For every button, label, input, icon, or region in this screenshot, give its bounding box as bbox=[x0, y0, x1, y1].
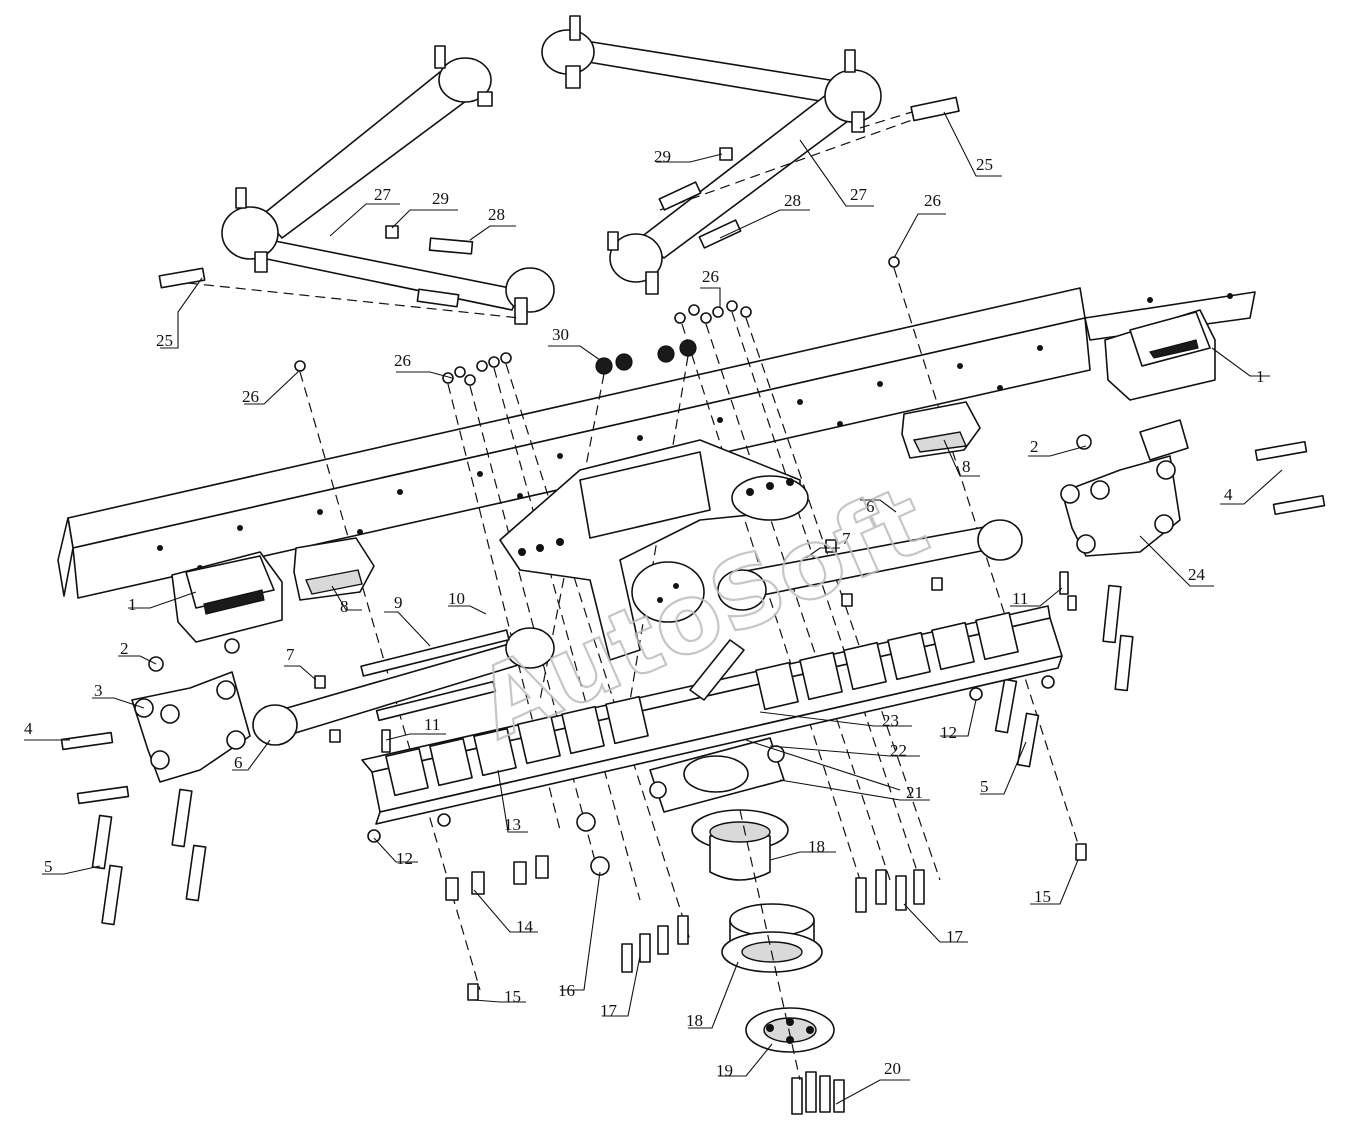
v-rod-bolts bbox=[158, 96, 960, 372]
lower-torque-rods bbox=[252, 519, 1023, 746]
callout-5-right: 5 bbox=[980, 777, 989, 796]
callout-29-right: 29 bbox=[654, 147, 671, 166]
bushing-upper bbox=[691, 809, 789, 881]
v-rod-right bbox=[541, 15, 941, 295]
u-bolt-nut-rows bbox=[299, 267, 1081, 991]
callout-10: 10 bbox=[448, 589, 465, 608]
hub-plate bbox=[745, 1007, 835, 1053]
rubber-pads bbox=[293, 401, 981, 601]
callout-28-left: 28 bbox=[488, 205, 505, 224]
hub-bolts bbox=[791, 1071, 845, 1115]
leader-lines bbox=[24, 111, 1283, 1105]
callout-27-left: 27 bbox=[374, 185, 392, 204]
spring-bracket-left bbox=[131, 671, 251, 783]
callout-17-left: 17 bbox=[600, 1001, 618, 1020]
callout-28-right: 28 bbox=[784, 191, 801, 210]
callout-19: 19 bbox=[716, 1061, 733, 1080]
callout-18-upper: 18 bbox=[808, 837, 825, 856]
callout-17-right: 17 bbox=[946, 927, 964, 946]
callout-4-right: 4 bbox=[1224, 485, 1233, 504]
callout-12-right: 12 bbox=[940, 723, 957, 742]
callout-2-right: 2 bbox=[1030, 437, 1039, 456]
callout-13: 13 bbox=[504, 815, 521, 834]
callout-6-left: 6 bbox=[234, 753, 243, 772]
callout-22: 22 bbox=[890, 741, 907, 760]
callout-11-right: 11 bbox=[1012, 589, 1028, 608]
callout-3: 3 bbox=[94, 681, 103, 700]
v-rod-left bbox=[187, 45, 555, 325]
small-nuts-pins bbox=[367, 571, 1077, 843]
bushing-lower bbox=[721, 903, 823, 973]
callout-4-left: 4 bbox=[24, 719, 33, 738]
leaf-spring-pack bbox=[361, 605, 1063, 825]
callout-7-left: 7 bbox=[286, 645, 295, 664]
hub-axis-line bbox=[739, 809, 801, 1081]
callout-11-left: 11 bbox=[424, 715, 440, 734]
callout-26-center: 26 bbox=[702, 267, 719, 286]
callout-8-right: 8 bbox=[962, 457, 971, 476]
callout-30: 30 bbox=[552, 325, 569, 344]
spring-bracket-right bbox=[1060, 419, 1189, 557]
callout-15-right: 15 bbox=[1034, 887, 1051, 906]
callout-26-middle: 26 bbox=[394, 351, 411, 370]
center-clamp bbox=[649, 737, 901, 813]
central-saddle bbox=[499, 439, 809, 661]
nuts-2 bbox=[148, 434, 1092, 672]
callout-27-right: 27 bbox=[850, 185, 868, 204]
callout-9: 9 bbox=[394, 593, 403, 612]
front-bracket-left bbox=[171, 551, 283, 643]
callout-15-left: 15 bbox=[504, 987, 521, 1006]
callout-24: 24 bbox=[1188, 565, 1206, 584]
frame-rail bbox=[57, 287, 1256, 599]
callout-7-right: 7 bbox=[842, 529, 851, 548]
callout-26-left: 26 bbox=[242, 387, 259, 406]
callout-6-right: 6 bbox=[866, 497, 875, 516]
callout-5-left: 5 bbox=[44, 857, 53, 876]
callouts: 1 1 2 2 3 4 4 5 5 6 6 7 7 8 8 9 10 11 11… bbox=[24, 147, 1265, 1080]
vertical-bolts bbox=[91, 584, 1134, 926]
callout-8-left: 8 bbox=[340, 597, 349, 616]
callout-1-right: 1 bbox=[1256, 367, 1265, 386]
spring-blocks bbox=[385, 611, 1019, 797]
lower-bolts bbox=[445, 812, 1087, 1001]
side-bolts bbox=[60, 440, 1326, 805]
saddle-holes bbox=[518, 478, 794, 603]
callout-16: 16 bbox=[558, 981, 575, 1000]
callout-18-lower: 18 bbox=[686, 1011, 703, 1030]
callout-14: 14 bbox=[516, 917, 534, 936]
callout-12-left: 12 bbox=[396, 849, 413, 868]
callout-20: 20 bbox=[884, 1059, 901, 1078]
callout-1-left: 1 bbox=[128, 595, 137, 614]
callout-26-right: 26 bbox=[924, 191, 941, 210]
callout-2-left: 2 bbox=[120, 639, 129, 658]
callout-25-left: 25 bbox=[156, 331, 173, 350]
callout-21: 21 bbox=[906, 783, 923, 802]
front-bracket-right bbox=[1104, 309, 1216, 401]
frame-rail-holes bbox=[157, 293, 1233, 571]
callout-23: 23 bbox=[882, 711, 899, 730]
callout-29-left: 29 bbox=[432, 189, 449, 208]
callout-25-right: 25 bbox=[976, 155, 993, 174]
